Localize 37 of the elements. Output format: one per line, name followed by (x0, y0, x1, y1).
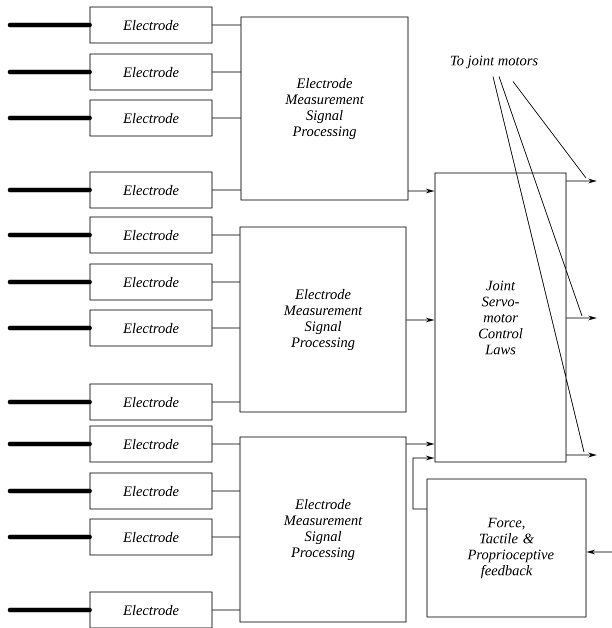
processing-box: Electrode Measurement Signal Processing (240, 226, 406, 412)
electrode-lead (8, 608, 92, 612)
electrode-box: Electrode (90, 384, 212, 420)
electrode-lead (8, 116, 92, 120)
electrode-box: Electrode (90, 264, 212, 300)
leader-line (512, 81, 586, 178)
electrode-box: Electrode (90, 310, 212, 346)
electrode-lead (8, 22, 92, 28)
electrode-box: Electrode (90, 172, 212, 208)
electrode-box: Electrode (90, 518, 212, 556)
electrode-box: Electrode (90, 426, 212, 462)
electrode-lead (8, 534, 92, 540)
electrode-lead (8, 488, 92, 494)
processing-box: Electrode Measurement Signal Processing (240, 16, 408, 200)
electrode-lead (8, 70, 92, 74)
electrode-box: Electrode (90, 472, 212, 510)
electrode-lead (8, 280, 92, 284)
connector-line (212, 234, 240, 236)
control-laws-box: Joint Servo- motor Control Laws (434, 172, 566, 462)
electrode-box: Electrode (90, 54, 212, 90)
electrode-lead (8, 188, 92, 192)
electrode-box: Electrode (90, 6, 212, 44)
electrode-box: Electrode (90, 216, 212, 254)
connector-line (212, 536, 240, 538)
electrode-box: Electrode (90, 592, 212, 628)
leader-line (498, 76, 582, 316)
electrode-lead (8, 232, 92, 238)
electrode-lead (8, 400, 92, 404)
processing-box: Electrode Measurement Signal Processing (240, 436, 406, 622)
electrode-lead (8, 326, 92, 330)
electrode-lead (8, 442, 92, 446)
leader-line (492, 76, 584, 452)
connector-line (212, 24, 241, 26)
feedback-box: Force, Tactile & Proprioceptive feedback (426, 478, 586, 618)
electrode-box: Electrode (90, 100, 212, 136)
annotation-text: To joint motors (450, 56, 538, 68)
connector-line (212, 490, 240, 492)
